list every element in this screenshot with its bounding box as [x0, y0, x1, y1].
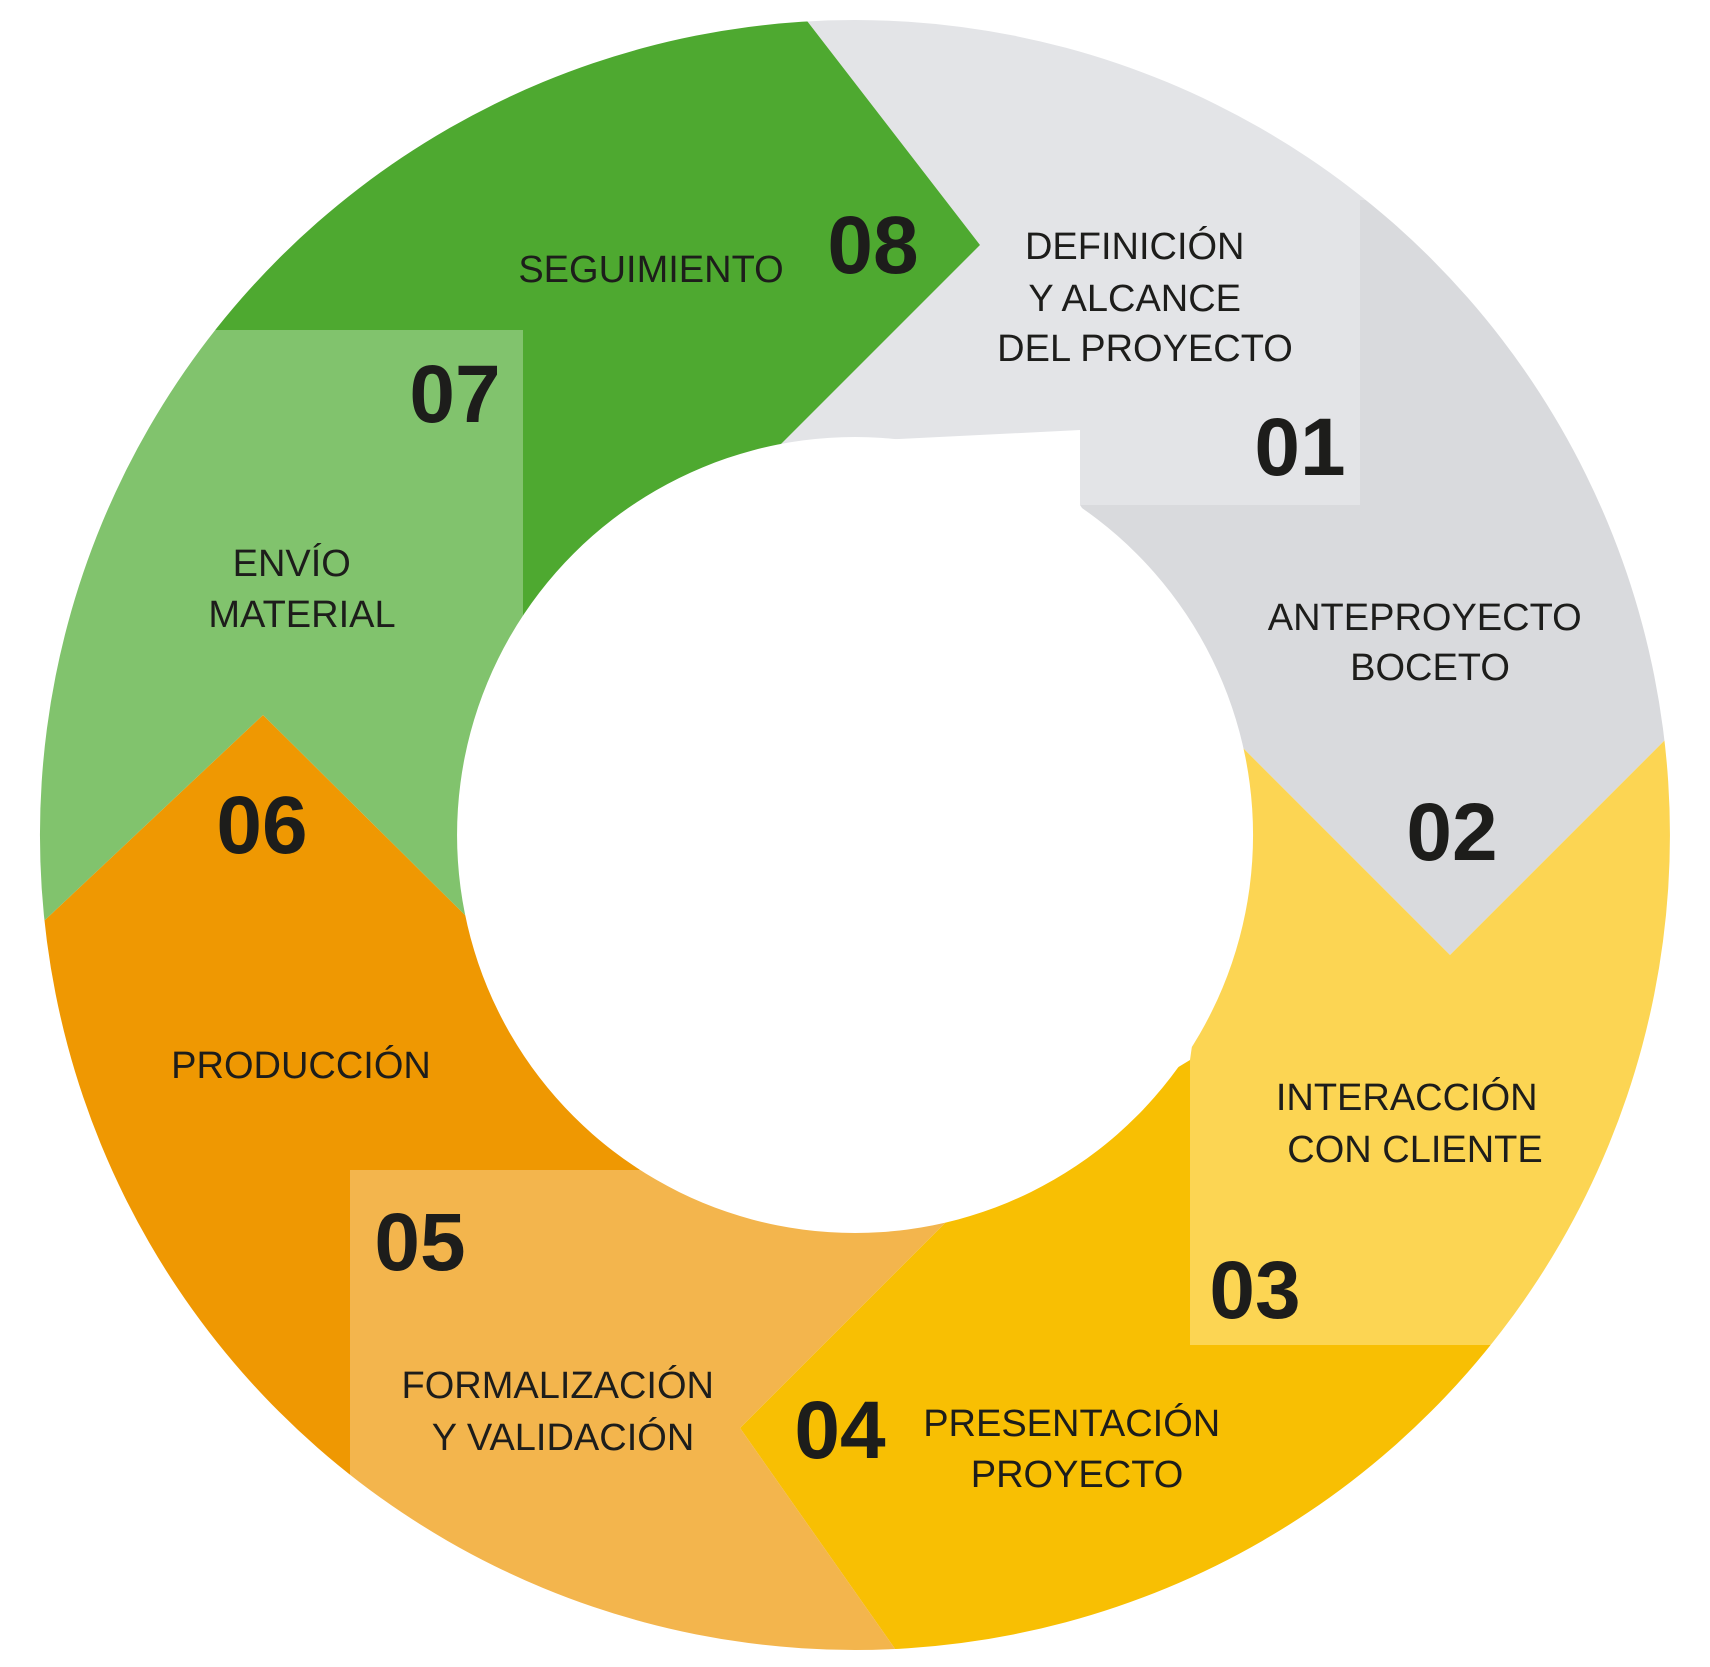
step-number-08: 08 — [827, 200, 918, 291]
step-number-01: 01 — [1254, 402, 1345, 493]
step-label-07: ENVÍO MATERIAL — [208, 542, 395, 636]
step-number-04: 04 — [794, 1385, 886, 1476]
step-label-05: FORMALIZACIÓN Y VALIDACIÓN — [401, 1364, 724, 1459]
step-label-04: PRESENTACIÓN PROYECTO — [923, 1402, 1231, 1496]
step-number-05: 05 — [374, 1197, 465, 1288]
step-number-02: 02 — [1406, 787, 1497, 878]
step-number-03: 03 — [1209, 1245, 1300, 1336]
step-label-08: SEGUIMIENTO — [518, 249, 783, 291]
step-number-06: 06 — [216, 780, 307, 871]
step-label-02: ANTEPROYECTO BOCETO — [1268, 597, 1592, 689]
step-label-06: PRODUCCIÓN — [171, 1044, 431, 1087]
step-number-07: 07 — [409, 349, 500, 440]
step-label-03: INTERACCIÓN CON CLIENTE — [1276, 1076, 1548, 1171]
step-label-01: DEFINICIÓN Y ALCANCE DEL PROYECTO — [997, 225, 1293, 370]
